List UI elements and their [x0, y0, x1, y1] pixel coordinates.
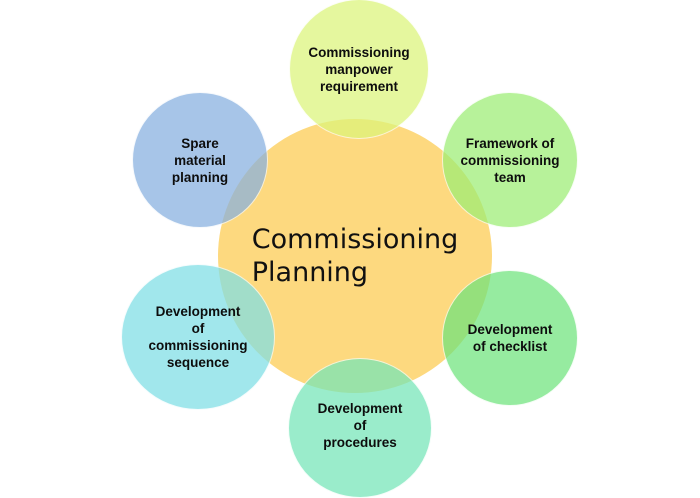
node-circle-framework: [442, 92, 578, 228]
node-circle-sequence: [121, 264, 275, 410]
node-label-manpower: Commissioning manpower requirement: [308, 44, 410, 94]
node-circle-spare-material: [132, 92, 268, 228]
node-label-procedures: Development of procedures: [317, 400, 403, 450]
node-label-checklist: Development of checklist: [467, 322, 553, 354]
node-label-framework: Framework of commissioning team: [460, 135, 560, 185]
center-label: Commissioning Planning: [251, 224, 459, 288]
node-circle-manpower: [289, 0, 429, 139]
node-label-spare-material: Spare material planning: [171, 135, 229, 185]
node-label-sequence: Development of commissioning sequence: [148, 304, 248, 370]
center-hub: Commissioning Planning: [218, 119, 492, 393]
node-circle-procedures: [288, 358, 432, 498]
node-circle-checklist: [442, 270, 578, 406]
